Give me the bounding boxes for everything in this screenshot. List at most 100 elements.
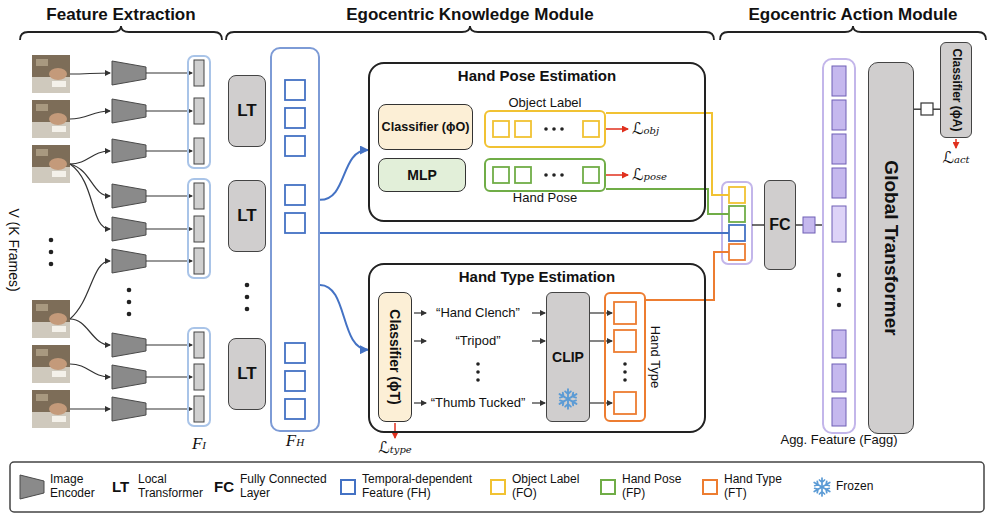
box-label: MLP (405, 167, 439, 183)
legend-encoder-symbol (20, 475, 44, 499)
loss-label: ℒact (942, 149, 969, 167)
legend-swatch (340, 479, 356, 495)
legend-text: Hand Pose (FP) (622, 473, 698, 501)
aggregated-feature-bar (832, 134, 846, 164)
image-feature-bar (194, 60, 204, 86)
legend-text: Object Label (FO) (512, 473, 596, 501)
prompt-arrow (414, 312, 426, 313)
object-label-square (493, 121, 599, 137)
box-label: FC (767, 216, 792, 234)
object-label-square (583, 121, 599, 137)
concat-square (729, 206, 745, 222)
ellipsis-dots (127, 312, 132, 317)
fused-feature (803, 217, 815, 233)
box-label: Classifier (ϕT) (387, 309, 403, 404)
temporal-feature-line (320, 232, 729, 234)
vector-label: Hand Type (648, 326, 663, 389)
ellipsis-dots (245, 307, 250, 312)
module-panel: Hand Type EstimationClassifier (ϕT)CLIPH… (368, 263, 706, 433)
encoder-line (146, 195, 192, 196)
fusion-line (752, 224, 764, 225)
hand-type-prompt: “Thumb Tucked” (431, 396, 526, 411)
image-feature-column (188, 56, 210, 426)
connector-arrow (320, 285, 368, 350)
loss-label: ℒpose (632, 166, 667, 184)
prompt-arrow (590, 312, 612, 313)
local-transformer: LT (228, 338, 266, 410)
frame-arrow (70, 111, 110, 119)
ellipsis-dots (560, 173, 564, 177)
legend-swatch (702, 479, 718, 495)
concat-square (729, 187, 745, 203)
loss-label: ℒtype (378, 439, 412, 457)
panel-title: Hand Pose Estimation (370, 67, 704, 84)
ellipsis-dots (49, 238, 54, 243)
temporal-feature-square (285, 136, 305, 156)
prompt-arrow (414, 402, 426, 403)
legend-swatch (600, 479, 616, 495)
hand-type-vector: Hand Type (604, 292, 646, 422)
legend-text: Temporal-dependent Feature (FH) (362, 473, 486, 501)
temporal-feature-square (285, 371, 305, 391)
legend-swatch (490, 479, 506, 495)
mlp-box: MLP (378, 158, 466, 192)
ellipsis-dots (127, 288, 132, 293)
legend-text: Fully Connected Layer (240, 473, 332, 501)
prompt-arrow (414, 340, 426, 341)
aggregated-feature-bar (832, 168, 846, 198)
local-transformer: LT (228, 180, 266, 252)
image-encoder (112, 61, 146, 85)
legend-text: Image Encoder (50, 473, 106, 501)
temporal-feature-square (285, 185, 305, 205)
ellipsis-dots (837, 273, 841, 307)
legend-text: Frozen (836, 480, 896, 494)
ellipsis-dots (837, 303, 841, 307)
video-frame (32, 300, 70, 338)
type-feature-line (646, 252, 729, 300)
clip-encoder: CLIP (546, 292, 590, 422)
ellipsis-dots (49, 238, 250, 317)
ellipsis-dots (623, 378, 627, 382)
fc-layer: FC (764, 180, 796, 270)
frame-arrow (70, 73, 110, 409)
block-label: LT (235, 206, 259, 226)
hand-type-square (614, 330, 636, 352)
image-feature-column (188, 179, 210, 278)
hand-type-square (614, 392, 636, 414)
ellipsis-dots (49, 250, 54, 255)
encoder-line (146, 110, 192, 111)
encoder-line (146, 73, 192, 409)
image-encoder (112, 61, 146, 421)
temporal-feature-square (285, 343, 305, 363)
frame-arrow (70, 151, 110, 164)
aggregated-feature-bar (832, 364, 846, 392)
image-feature-bar (194, 138, 204, 164)
loss-arrow (606, 174, 628, 176)
hand-pose-square (493, 167, 509, 183)
global-transformer: Global Transformer (868, 62, 914, 434)
pose-feature-line (606, 189, 729, 214)
hand-pose-square (583, 167, 599, 183)
loss-arrow (955, 139, 957, 148)
frozen-icon (558, 389, 578, 409)
temporal-feature-square (285, 108, 305, 128)
legend-symbol: LT (112, 478, 129, 495)
loss-label: ℒobj (632, 120, 659, 138)
image-feature-bar (194, 248, 204, 274)
box-label: Classifier (ϕO) (380, 120, 472, 134)
box-label: Classifier (ϕA) (949, 48, 963, 131)
aggregated-feature-bar (832, 66, 846, 426)
image-feature-bar (194, 183, 204, 209)
ellipsis-dots (245, 295, 250, 300)
ellipsis-dots (837, 288, 841, 292)
object-label-square (515, 121, 531, 137)
encoder-line (146, 228, 192, 229)
image-encoder (112, 333, 146, 357)
frame-arrow (70, 408, 110, 409)
object-label-square (493, 121, 509, 137)
ellipsis-dots (127, 300, 132, 305)
loss-arrow (606, 128, 628, 130)
video-frame (32, 55, 70, 428)
section-bracket (20, 26, 222, 40)
